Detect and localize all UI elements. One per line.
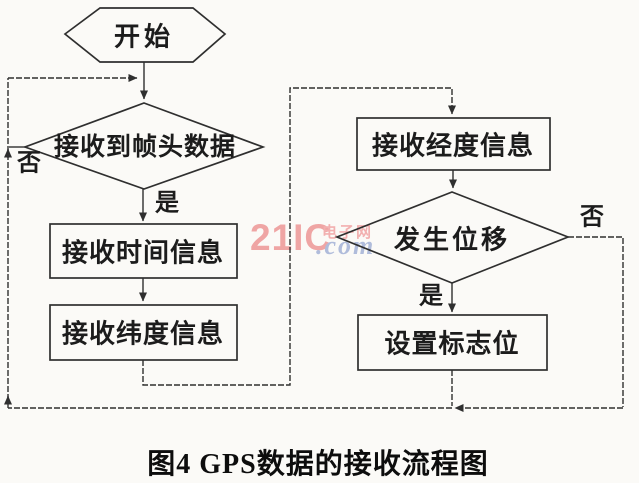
displacement-no-line bbox=[568, 236, 624, 407]
watermark-domain-text: .com bbox=[316, 231, 376, 260]
receive-latitude-box-label: 接收纬度信息 bbox=[61, 319, 225, 349]
start-node-label: 开始 bbox=[113, 22, 175, 52]
start-node-shape bbox=[63, 7, 227, 63]
figure-caption: 图4 GPS数据的接收流程图 bbox=[147, 449, 489, 480]
frame-header-yes-label: 是 bbox=[155, 190, 179, 217]
displacement-no-label: 否 bbox=[580, 204, 604, 231]
frame-header-no-label: 否 bbox=[17, 150, 41, 177]
displacement-decision-label: 发生位移 bbox=[393, 225, 511, 255]
set-flag-box-label: 设置标志位 bbox=[384, 329, 520, 359]
displacement-yes-label: 是 bbox=[419, 283, 443, 310]
frame-header-decision-label: 接收到帧头数据 bbox=[53, 134, 237, 161]
frame-header-decision-shape bbox=[22, 102, 266, 190]
connector-latitude-to-longitude bbox=[142, 87, 456, 386]
receive-longitude-box-label: 接收经度信息 bbox=[371, 131, 535, 161]
receive-time-box-label: 接收时间信息 bbox=[61, 238, 225, 268]
